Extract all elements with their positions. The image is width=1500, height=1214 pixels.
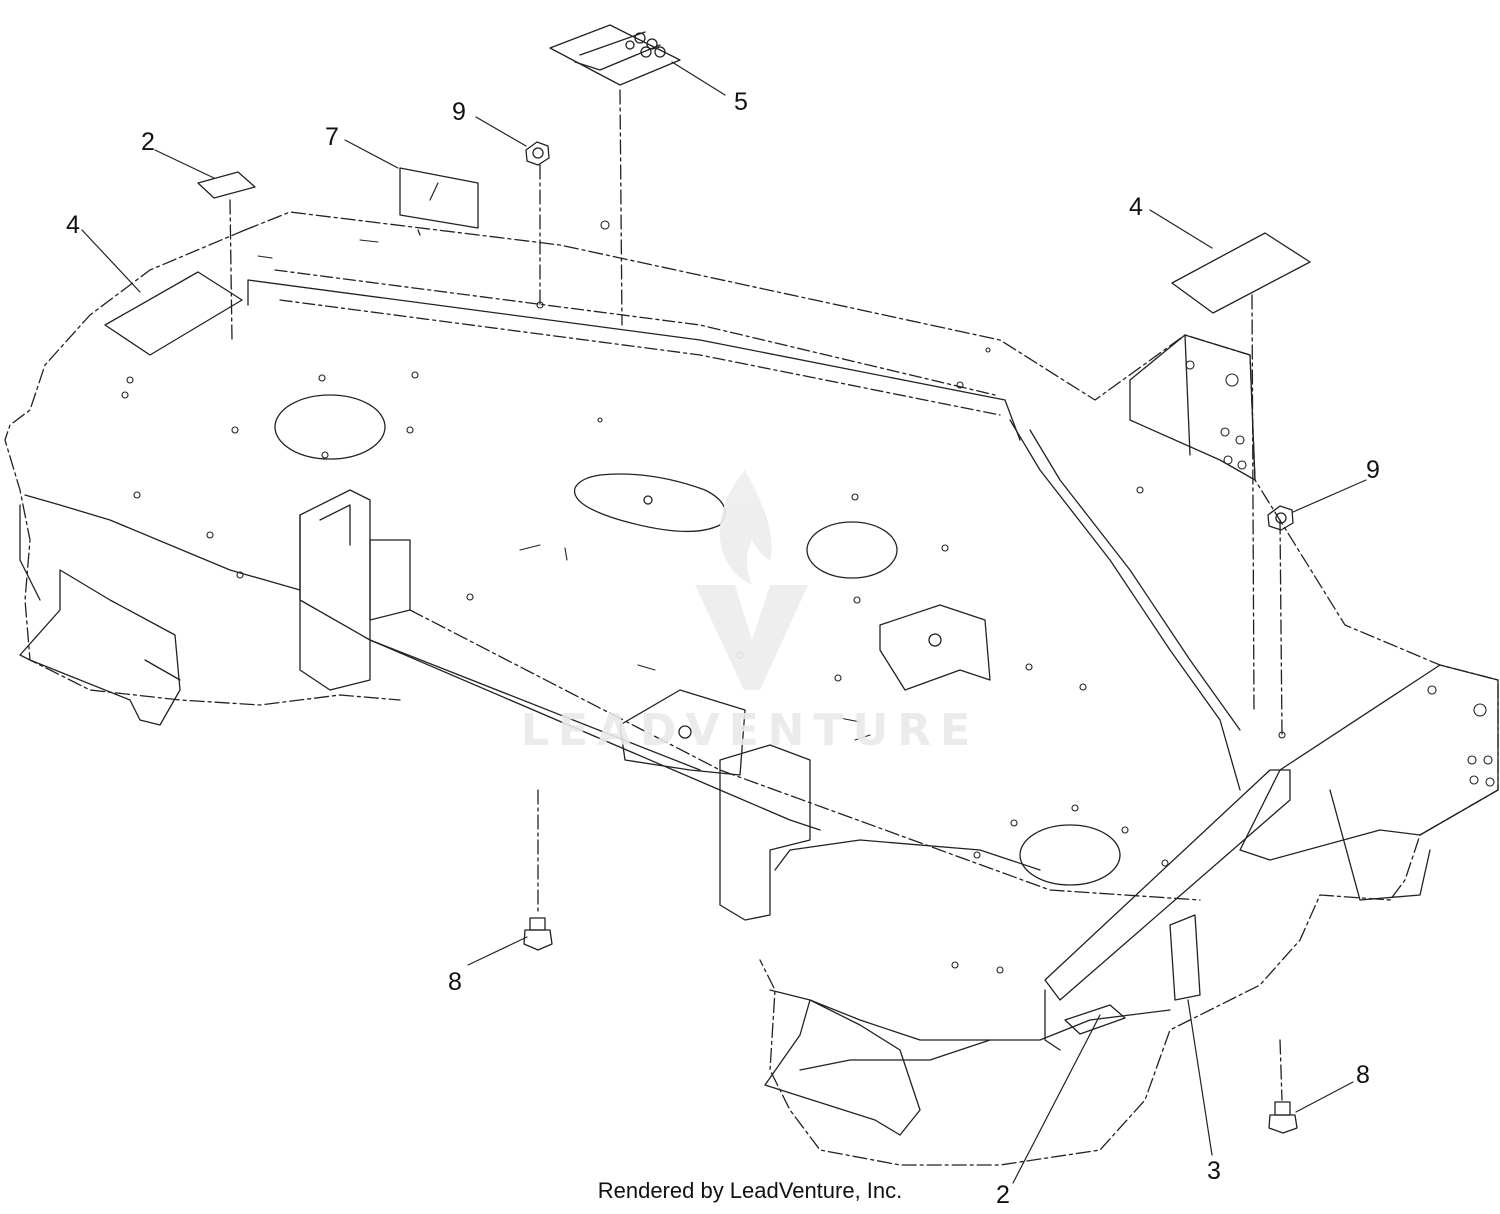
- decal-item-4-right: [1171, 232, 1311, 314]
- bolt-item-8-right: [1268, 1101, 1298, 1134]
- v-logo-icon: [695, 585, 808, 690]
- spindle-opening-center: [806, 521, 898, 579]
- decal-item-4-left: [104, 271, 243, 356]
- watermark-text: LEADVENTURE: [521, 705, 979, 756]
- spindle-opening-right: [1019, 824, 1121, 886]
- callout-9-top: 9: [452, 98, 466, 126]
- callout-3: 3: [1207, 1157, 1221, 1185]
- callout-8-right: 8: [1356, 1061, 1370, 1089]
- nut-item-9-right: [1267, 505, 1294, 531]
- anti-scalp-guard-right: [764, 999, 921, 1136]
- assembly-centerlines: [229, 89, 1283, 1101]
- nut-item-9-top: [525, 141, 550, 166]
- decal-item-5: [549, 24, 681, 86]
- mounting-holes: [121, 220, 1495, 974]
- callout-9-right: 9: [1366, 456, 1380, 484]
- front-bracket-right: [719, 744, 811, 921]
- front-bracket-left: [299, 489, 371, 691]
- callout-7: 7: [325, 123, 339, 151]
- leadventure-watermark: LEADVENTURE: [521, 470, 979, 756]
- spindle-opening-left: [274, 394, 386, 460]
- leader-lines: [81, 61, 1367, 1184]
- callout-2-left: 2: [141, 128, 155, 156]
- callout-4-left: 4: [66, 211, 80, 239]
- pulley-pad-front: [619, 689, 746, 776]
- decal-item-3: [1169, 914, 1201, 1001]
- deck-mount-bracket-right: [1044, 334, 1499, 1051]
- decal-item-7: [399, 167, 479, 229]
- anti-scalp-guard-left: [19, 569, 181, 726]
- callout-numbers: 2 7 9 5 4 4 9 8 8 2 3: [66, 88, 1380, 1209]
- mower-deck-housing: [4, 211, 1499, 1166]
- decal-item-2-bottom: [1064, 1004, 1126, 1035]
- deck-slots: [257, 239, 871, 741]
- idler-slot: [573, 473, 726, 533]
- flame-logo-icon: [719, 470, 772, 585]
- callout-2-bottom: 2: [996, 1181, 1010, 1209]
- callout-8-left: 8: [448, 968, 462, 996]
- render-credit: Rendered by LeadVenture, Inc.: [597, 1178, 903, 1203]
- decal-item-2-top: [197, 171, 256, 199]
- pulley-pad-center: [879, 604, 991, 691]
- callout-5: 5: [734, 88, 748, 116]
- bolt-item-8-left: [523, 917, 553, 951]
- callout-4-right: 4: [1129, 193, 1143, 221]
